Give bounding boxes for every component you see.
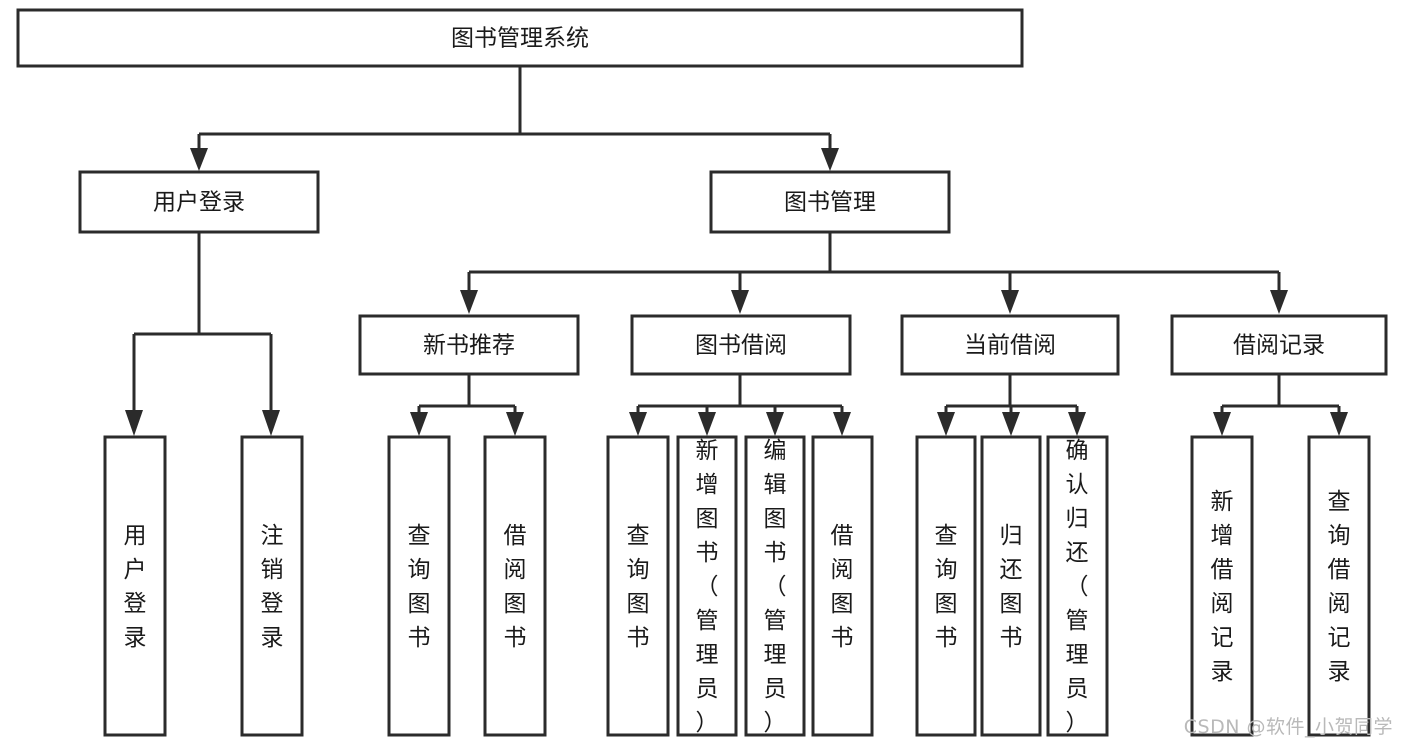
arrow-to-borrow-record bbox=[1270, 290, 1288, 314]
node-leaf-borrow-book-2-label: 借阅图书 bbox=[831, 523, 854, 651]
node-book-manage[interactable]: 图书管理 bbox=[709, 170, 951, 234]
node-leaf-edit-book-box[interactable] bbox=[744, 435, 806, 737]
node-book-manage-label: 图书管理 bbox=[784, 190, 876, 216]
arrow-to-leaf-borrow-book-2 bbox=[833, 412, 851, 436]
node-leaf-user-logout-label: 注销登录 bbox=[261, 523, 284, 651]
node-book-borrow-box[interactable] bbox=[630, 314, 852, 376]
node-user-login-box[interactable] bbox=[78, 170, 320, 234]
arrow-to-leaf-query-book-1 bbox=[410, 412, 428, 436]
node-current-borrow-box[interactable] bbox=[900, 314, 1120, 376]
node-leaf-borrow-book-1[interactable]: 借阅图书 bbox=[483, 435, 547, 737]
node-leaf-query-book-1[interactable]: 查询图书 bbox=[387, 435, 451, 737]
node-leaf-return-book[interactable]: 归还图书 bbox=[980, 435, 1042, 737]
node-leaf-query-book-3-label: 查询图书 bbox=[935, 523, 958, 651]
node-leaf-return-book-label: 归还图书 bbox=[1000, 523, 1023, 651]
node-leaf-add-record-box[interactable] bbox=[1190, 435, 1254, 737]
node-leaf-confirm-return-label: 确认归还（管理员） bbox=[1066, 438, 1089, 736]
node-borrow-record[interactable]: 借阅记录 bbox=[1170, 314, 1388, 376]
node-leaf-return-book-box[interactable] bbox=[980, 435, 1042, 737]
node-leaf-user-logout[interactable]: 注销登录 bbox=[240, 435, 304, 737]
arrow-to-user-login bbox=[190, 148, 208, 171]
node-root[interactable]: 图书管理系统 bbox=[16, 8, 1024, 68]
node-leaf-query-book-2-label: 查询图书 bbox=[627, 523, 650, 651]
node-leaf-user-login-label: 用户登录 bbox=[124, 523, 147, 651]
node-leaf-edit-book[interactable]: 编辑图书（管理员） bbox=[744, 435, 806, 737]
node-leaf-user-logout-box[interactable] bbox=[240, 435, 304, 737]
node-leaf-borrow-book-2-box[interactable] bbox=[811, 435, 874, 737]
arrow-to-leaf-query-book-2 bbox=[629, 412, 647, 436]
node-leaf-user-login-box[interactable] bbox=[103, 435, 167, 737]
node-book-manage-box[interactable] bbox=[709, 170, 951, 234]
node-leaf-query-book-3[interactable]: 查询图书 bbox=[915, 435, 977, 737]
arrow-to-leaf-add-book bbox=[698, 412, 716, 436]
arrow-to-leaf-query-book-3 bbox=[937, 412, 955, 436]
node-user-login[interactable]: 用户登录 bbox=[78, 170, 320, 234]
node-current-borrow[interactable]: 当前借阅 bbox=[900, 314, 1120, 376]
node-new-book-recommend-box[interactable] bbox=[358, 314, 580, 376]
node-leaf-query-record-label: 查询借阅记录 bbox=[1328, 489, 1351, 685]
node-leaf-add-record-label: 新增借阅记录 bbox=[1211, 489, 1234, 685]
node-leaf-query-book-3-box[interactable] bbox=[915, 435, 977, 737]
node-leaf-query-book-1-label: 查询图书 bbox=[408, 523, 431, 651]
node-current-borrow-label: 当前借阅 bbox=[964, 333, 1056, 359]
arrow-to-leaf-borrow-book-1 bbox=[506, 412, 524, 436]
node-leaf-edit-book-label: 编辑图书（管理员） bbox=[764, 438, 787, 736]
connector-layer bbox=[125, 66, 1348, 436]
node-new-book-recommend-label: 新书推荐 bbox=[423, 333, 515, 359]
node-root-box[interactable] bbox=[16, 8, 1024, 68]
arrow-to-leaf-add-record bbox=[1213, 412, 1231, 436]
node-leaf-borrow-book-1-label: 借阅图书 bbox=[504, 523, 527, 651]
node-book-borrow[interactable]: 图书借阅 bbox=[630, 314, 852, 376]
node-leaf-user-login[interactable]: 用户登录 bbox=[103, 435, 167, 737]
node-leaf-add-record[interactable]: 新增借阅记录 bbox=[1190, 435, 1254, 737]
node-leaf-query-book-1-box[interactable] bbox=[387, 435, 451, 737]
node-root-label: 图书管理系统 bbox=[451, 26, 589, 52]
arrow-to-book-manage bbox=[821, 148, 839, 171]
node-borrow-record-label: 借阅记录 bbox=[1233, 333, 1325, 359]
node-leaf-add-book[interactable]: 新增图书（管理员） bbox=[676, 435, 738, 737]
node-leaf-query-record-box[interactable] bbox=[1307, 435, 1371, 737]
node-borrow-record-box[interactable] bbox=[1170, 314, 1388, 376]
node-leaf-borrow-book-2[interactable]: 借阅图书 bbox=[811, 435, 874, 737]
node-book-borrow-label: 图书借阅 bbox=[695, 333, 787, 359]
node-new-book-recommend[interactable]: 新书推荐 bbox=[358, 314, 580, 376]
arrow-to-book-borrow bbox=[731, 290, 749, 314]
arrow-to-current-borrow bbox=[1001, 290, 1019, 314]
arrow-to-leaf-return-book bbox=[1002, 412, 1020, 436]
arrow-to-leaf-user-login bbox=[125, 410, 143, 436]
node-leaf-confirm-return[interactable]: 确认归还（管理员） bbox=[1046, 435, 1109, 737]
arrow-to-leaf-edit-book bbox=[766, 412, 784, 436]
arrow-to-leaf-confirm-return bbox=[1068, 412, 1086, 436]
arrow-to-new-book-recommend bbox=[460, 290, 478, 314]
node-leaf-query-record[interactable]: 查询借阅记录 bbox=[1307, 435, 1371, 737]
node-leaf-confirm-return-box[interactable] bbox=[1046, 435, 1109, 737]
arrow-to-leaf-user-logout bbox=[262, 410, 280, 436]
arrow-to-leaf-query-record bbox=[1330, 412, 1348, 436]
node-leaf-add-book-label: 新增图书（管理员） bbox=[696, 438, 719, 736]
node-leaf-query-book-2-box[interactable] bbox=[606, 435, 670, 737]
node-leaf-add-book-box[interactable] bbox=[676, 435, 738, 737]
node-user-login-label: 用户登录 bbox=[153, 190, 245, 216]
node-leaf-query-book-2[interactable]: 查询图书 bbox=[606, 435, 670, 737]
node-leaf-borrow-book-1-box[interactable] bbox=[483, 435, 547, 737]
